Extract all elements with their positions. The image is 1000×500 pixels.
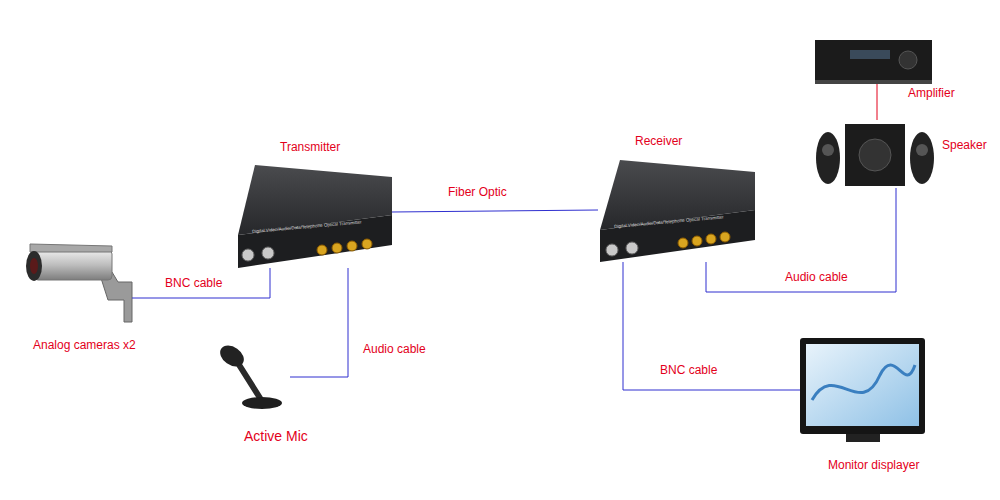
rca-port bbox=[720, 232, 730, 242]
device-node: Amplifier bbox=[815, 38, 932, 84]
mic-illustration bbox=[216, 341, 282, 409]
rca-port bbox=[692, 236, 702, 246]
speaker-cone bbox=[916, 144, 928, 156]
device-label: Receiver bbox=[635, 134, 682, 148]
amplifier-knob bbox=[899, 51, 917, 69]
rca-port bbox=[706, 234, 716, 244]
device-label: Amplifier bbox=[908, 86, 955, 100]
amplifier-display bbox=[850, 50, 890, 59]
woofer-cone bbox=[859, 139, 891, 171]
device-label: Analog cameras x2 bbox=[33, 338, 136, 352]
amplifier-body bbox=[815, 40, 932, 82]
device-node: Receiver bbox=[598, 160, 755, 262]
rca-port bbox=[678, 238, 688, 248]
camera-body bbox=[34, 250, 112, 280]
rca-port bbox=[332, 243, 342, 253]
cable-label: Fiber Optic bbox=[448, 185, 507, 199]
bnc-port bbox=[626, 242, 638, 254]
cable-label: Audio cable bbox=[785, 270, 848, 284]
device-front bbox=[600, 210, 755, 262]
bnc-port bbox=[606, 244, 618, 256]
subwoofer bbox=[845, 124, 905, 186]
amplifier-edge bbox=[815, 80, 932, 84]
mic-base bbox=[242, 397, 282, 409]
satellite-speaker bbox=[816, 132, 840, 184]
cable-label: Audio cable bbox=[363, 342, 426, 356]
camera-hood bbox=[30, 244, 112, 252]
camera-illustration bbox=[26, 244, 132, 322]
cable-line bbox=[132, 268, 270, 298]
satellite-speaker bbox=[910, 132, 934, 184]
camera-lens bbox=[30, 258, 38, 274]
device-front bbox=[238, 215, 392, 268]
monitor-frame bbox=[800, 338, 925, 434]
device-node: Monitor displayer bbox=[800, 338, 925, 445]
rca-port bbox=[317, 245, 327, 255]
device-node: Active Mic bbox=[215, 345, 290, 410]
device-label: Speaker bbox=[942, 138, 987, 152]
speaker-illustration bbox=[816, 124, 934, 186]
monitor-illustration bbox=[800, 338, 925, 442]
cable-line bbox=[392, 210, 598, 212]
camera-lens bbox=[26, 251, 42, 281]
cable-line bbox=[706, 188, 896, 292]
cable-line bbox=[623, 262, 800, 390]
transmitter-device bbox=[238, 165, 392, 268]
cable-line bbox=[290, 268, 348, 377]
device-node: Analog cameras x2 bbox=[20, 238, 132, 330]
cable-label: BNC cable bbox=[660, 363, 717, 377]
speaker-cone bbox=[822, 144, 834, 156]
device-label: Active Mic bbox=[244, 428, 308, 444]
device-label: Monitor displayer bbox=[828, 458, 919, 472]
screen-swirl bbox=[812, 365, 915, 400]
monitor-screen bbox=[806, 344, 919, 426]
device-node: Speaker bbox=[808, 120, 940, 188]
monitor-stand bbox=[846, 434, 880, 442]
cable-label: BNC cable bbox=[165, 276, 222, 290]
rca-port bbox=[362, 239, 372, 249]
mic-head bbox=[216, 341, 248, 371]
bnc-port bbox=[262, 247, 274, 259]
receiver-device bbox=[600, 160, 755, 262]
rca-port bbox=[347, 241, 357, 251]
amplifier-illustration bbox=[815, 40, 932, 84]
device-label: Transmitter bbox=[280, 140, 340, 154]
device-node: Transmitter bbox=[235, 165, 392, 268]
bnc-port bbox=[242, 249, 254, 261]
cable-line bbox=[877, 84, 878, 120]
